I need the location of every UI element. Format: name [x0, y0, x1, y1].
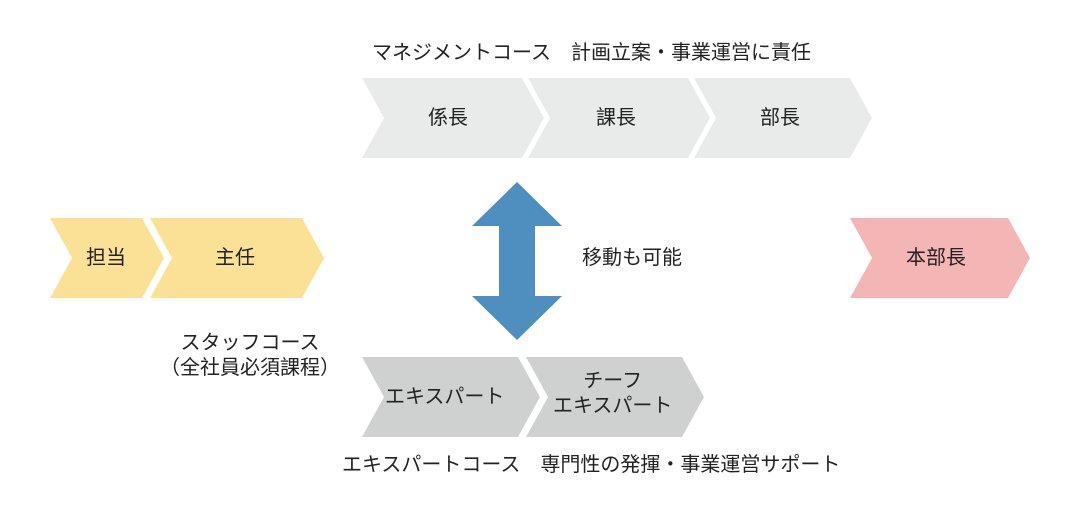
chevron-expert — [362, 357, 540, 437]
step-label-expert: エキスパート — [385, 384, 505, 408]
chevron-bucho — [694, 78, 872, 158]
step-label-bucho: 部長 — [760, 105, 800, 129]
chevron-shunin — [150, 218, 324, 298]
expert-course-heading: エキスパートコース 専門性の発揮・事業運営サポート — [342, 452, 841, 476]
chevron-chief-expert — [526, 357, 704, 437]
management-course-heading: マネジメントコース 計画立案・事業運営に責任 — [372, 40, 811, 64]
chevron-kacho — [528, 78, 710, 158]
chevron-kakaricho — [362, 78, 544, 158]
step-label-kacho: 課長 — [596, 105, 636, 129]
step-label-chief-expert: チーフ エキスパート — [553, 368, 673, 417]
step-label-honbucho: 本部長 — [906, 245, 966, 269]
step-label-kakaricho: 係長 — [428, 105, 468, 129]
chevron-tanto — [50, 218, 164, 298]
step-label-tanto: 担当 — [86, 245, 126, 269]
transfer-label: 移動も可能 — [582, 245, 682, 269]
double-arrow-icon — [472, 182, 562, 340]
chevron-honbucho — [850, 218, 1030, 298]
staff-course-label: スタッフコース （全社員必須課程） — [160, 330, 340, 379]
step-label-shunin: 主任 — [215, 245, 255, 269]
